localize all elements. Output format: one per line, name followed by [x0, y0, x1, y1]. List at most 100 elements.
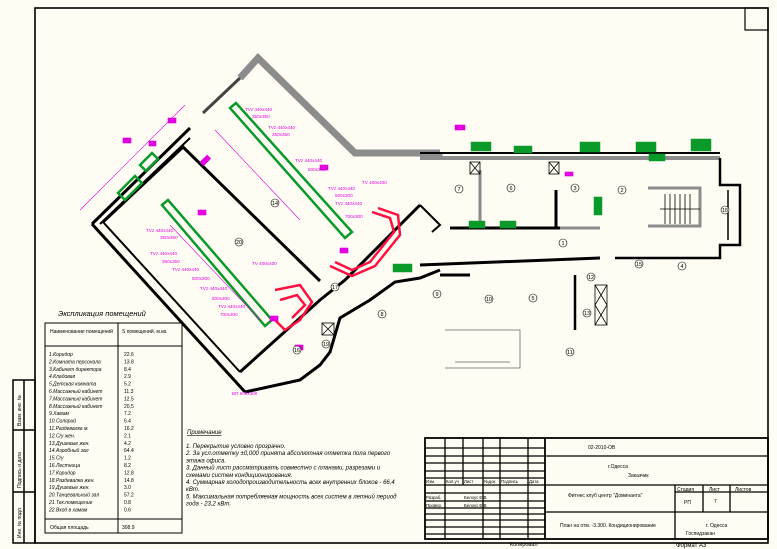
duct-label: TV 400x400: [362, 180, 387, 185]
stage-header: Стадия: [677, 487, 694, 493]
doc-code: 02-2010-ОВ: [588, 445, 616, 451]
explication-row-name: 20.Танцевальный зал: [48, 492, 99, 499]
duct-label: TVz 440x440: [295, 158, 323, 163]
duct-label: 350x350: [272, 132, 290, 137]
explication-header-name: Наименование помещений: [50, 328, 113, 335]
room-number: 16: [294, 348, 300, 354]
explication-row-name: 5.Детская комната: [49, 382, 96, 388]
explication-row-area: 14.8: [124, 478, 134, 484]
explication-row-area: 57.2: [124, 493, 134, 499]
duct-label: 500x300: [335, 193, 353, 198]
duct-label: 700x300: [345, 214, 363, 219]
duct-label: TVz 440x440: [146, 228, 174, 233]
room-number: 2: [620, 188, 623, 194]
room-number: 9: [435, 292, 438, 298]
explication-row-area: 6.4: [124, 419, 131, 425]
room-number: 14: [272, 201, 278, 207]
side-stamp-label: Инв. № подл.: [17, 507, 23, 538]
explication-row-area: 7.2: [124, 411, 131, 417]
explication-row-area: 3.0: [124, 485, 131, 491]
duct-label: 500x300: [212, 296, 230, 301]
side-stamp-label: Взам. инв. №: [17, 395, 23, 426]
explication-row-area: 8.2: [124, 463, 131, 469]
explication-row-area: 11.3: [124, 389, 134, 395]
explication-table-grid: [44, 322, 183, 534]
room-marker-labels: 14 20 17 8 19 16 9 7 6 3 2 1 18 15 4 10 …: [236, 186, 728, 356]
explication-row-area: 2.1: [124, 433, 131, 439]
explication-row-name: 19.Душевые жен.: [49, 485, 90, 491]
explication-row-name: 14.Аэробный зал: [49, 447, 89, 454]
explication-row-name: 16.Лестница: [49, 463, 80, 469]
note-line: 2. За усл.отметку ±0,000 принята абсолют…: [185, 451, 391, 457]
explication-row-name: 8.Массажный кабинет: [49, 403, 102, 410]
explication-row-name: 21.Тех.помещение: [48, 500, 93, 506]
sheet-frame: [34, 7, 769, 544]
duct-label: TVz 440x440: [328, 186, 356, 191]
explication-row-area: 12.5: [124, 396, 134, 402]
room-number: 4: [680, 264, 683, 270]
sheet-value: 7: [714, 499, 717, 505]
duct-label: TV 400x400: [252, 261, 277, 266]
room-number: 18: [722, 208, 728, 214]
title-block: 02-2010-ОВ г.Одесса Заказчик Изм. Кол.уч…: [426, 445, 752, 549]
side-stamp-label: Подпись и дата: [17, 452, 23, 488]
duct-label: TVz 440x440: [172, 267, 200, 272]
col-header: Изм.: [426, 479, 435, 484]
developed-label: Разраб.: [426, 495, 441, 500]
note-line: года - 23,2 кВт.: [186, 502, 231, 508]
explication-row-name: 3.Кабинет директора: [49, 367, 102, 373]
note-line: схемами систем кондиционирования.: [186, 473, 292, 479]
explication-row-name: 1.Коридор: [49, 352, 73, 358]
supply-ducts: [116, 101, 712, 328]
explication-row-area: 16.2: [124, 426, 134, 432]
explication-row-name: 10.Солярий: [49, 418, 76, 425]
explication-row-area: 20.5: [124, 404, 134, 410]
duct-label: 500x300: [308, 167, 326, 172]
col-header: №док: [484, 479, 496, 484]
duct-label: 500x300: [192, 276, 210, 281]
room-number: 10: [486, 297, 492, 303]
explication-row-area: 0.8: [124, 500, 131, 506]
col-header: Лист: [464, 479, 473, 484]
note-line: 1. Перекрытие условно прозрачно.: [186, 444, 286, 450]
room-number: 13: [584, 311, 590, 317]
copied-label: Копировал: [510, 542, 538, 548]
room-number: 17: [332, 285, 338, 291]
duct-label: 700x300: [220, 312, 238, 317]
developed-name: Белоус Е.В.: [464, 495, 488, 500]
room-number: 7: [457, 187, 460, 193]
col-header: Подпись: [501, 479, 519, 484]
room-markers: [234, 183, 730, 357]
duct-label: TVz 440x440: [335, 201, 363, 206]
explication-row-area: 5.2: [124, 382, 131, 388]
duct-label: TVz 440x440: [218, 304, 246, 309]
explication-row-area: 22.6: [124, 352, 134, 358]
explication-header-area: S помещений, м.кв.: [122, 328, 167, 335]
duct-label: 350x350: [252, 114, 270, 119]
room-number: 20: [236, 240, 242, 246]
explication-row-area: 1.2: [124, 456, 131, 462]
col-header: Дата: [529, 479, 539, 484]
duct-label: TVz 440x440: [245, 107, 273, 112]
duct-label: TVz 440x440: [200, 286, 228, 291]
room-number: 5: [531, 296, 534, 302]
staircase: [660, 194, 700, 224]
sheets-header: Листов: [735, 487, 752, 493]
note-line: кВт.: [186, 487, 199, 493]
duct-label: TVz 440x440: [150, 251, 178, 256]
explication-row-area: 4.2: [124, 441, 131, 447]
project-name: Фитнес клуб центр "Доминанта": [568, 493, 643, 499]
duct-label: 350x350: [160, 235, 178, 240]
explication-row-name: 7.Массажный кабинет: [49, 395, 102, 402]
explication-row-name: 12.С/у жен.: [49, 433, 75, 439]
building-walls: [90, 52, 742, 394]
explication-row-area: 8.4: [124, 367, 131, 373]
room-number: 3: [573, 186, 576, 192]
room-number: 8: [380, 312, 383, 318]
checked-label: Провер.: [426, 503, 442, 508]
org-name: Госпидзакан: [686, 531, 715, 537]
room-number: 19: [323, 342, 329, 348]
notes-lines: 1. Перекрытие условно прозрачно.2. За ус…: [185, 444, 397, 508]
explication-row-area: 13.8: [124, 359, 134, 365]
